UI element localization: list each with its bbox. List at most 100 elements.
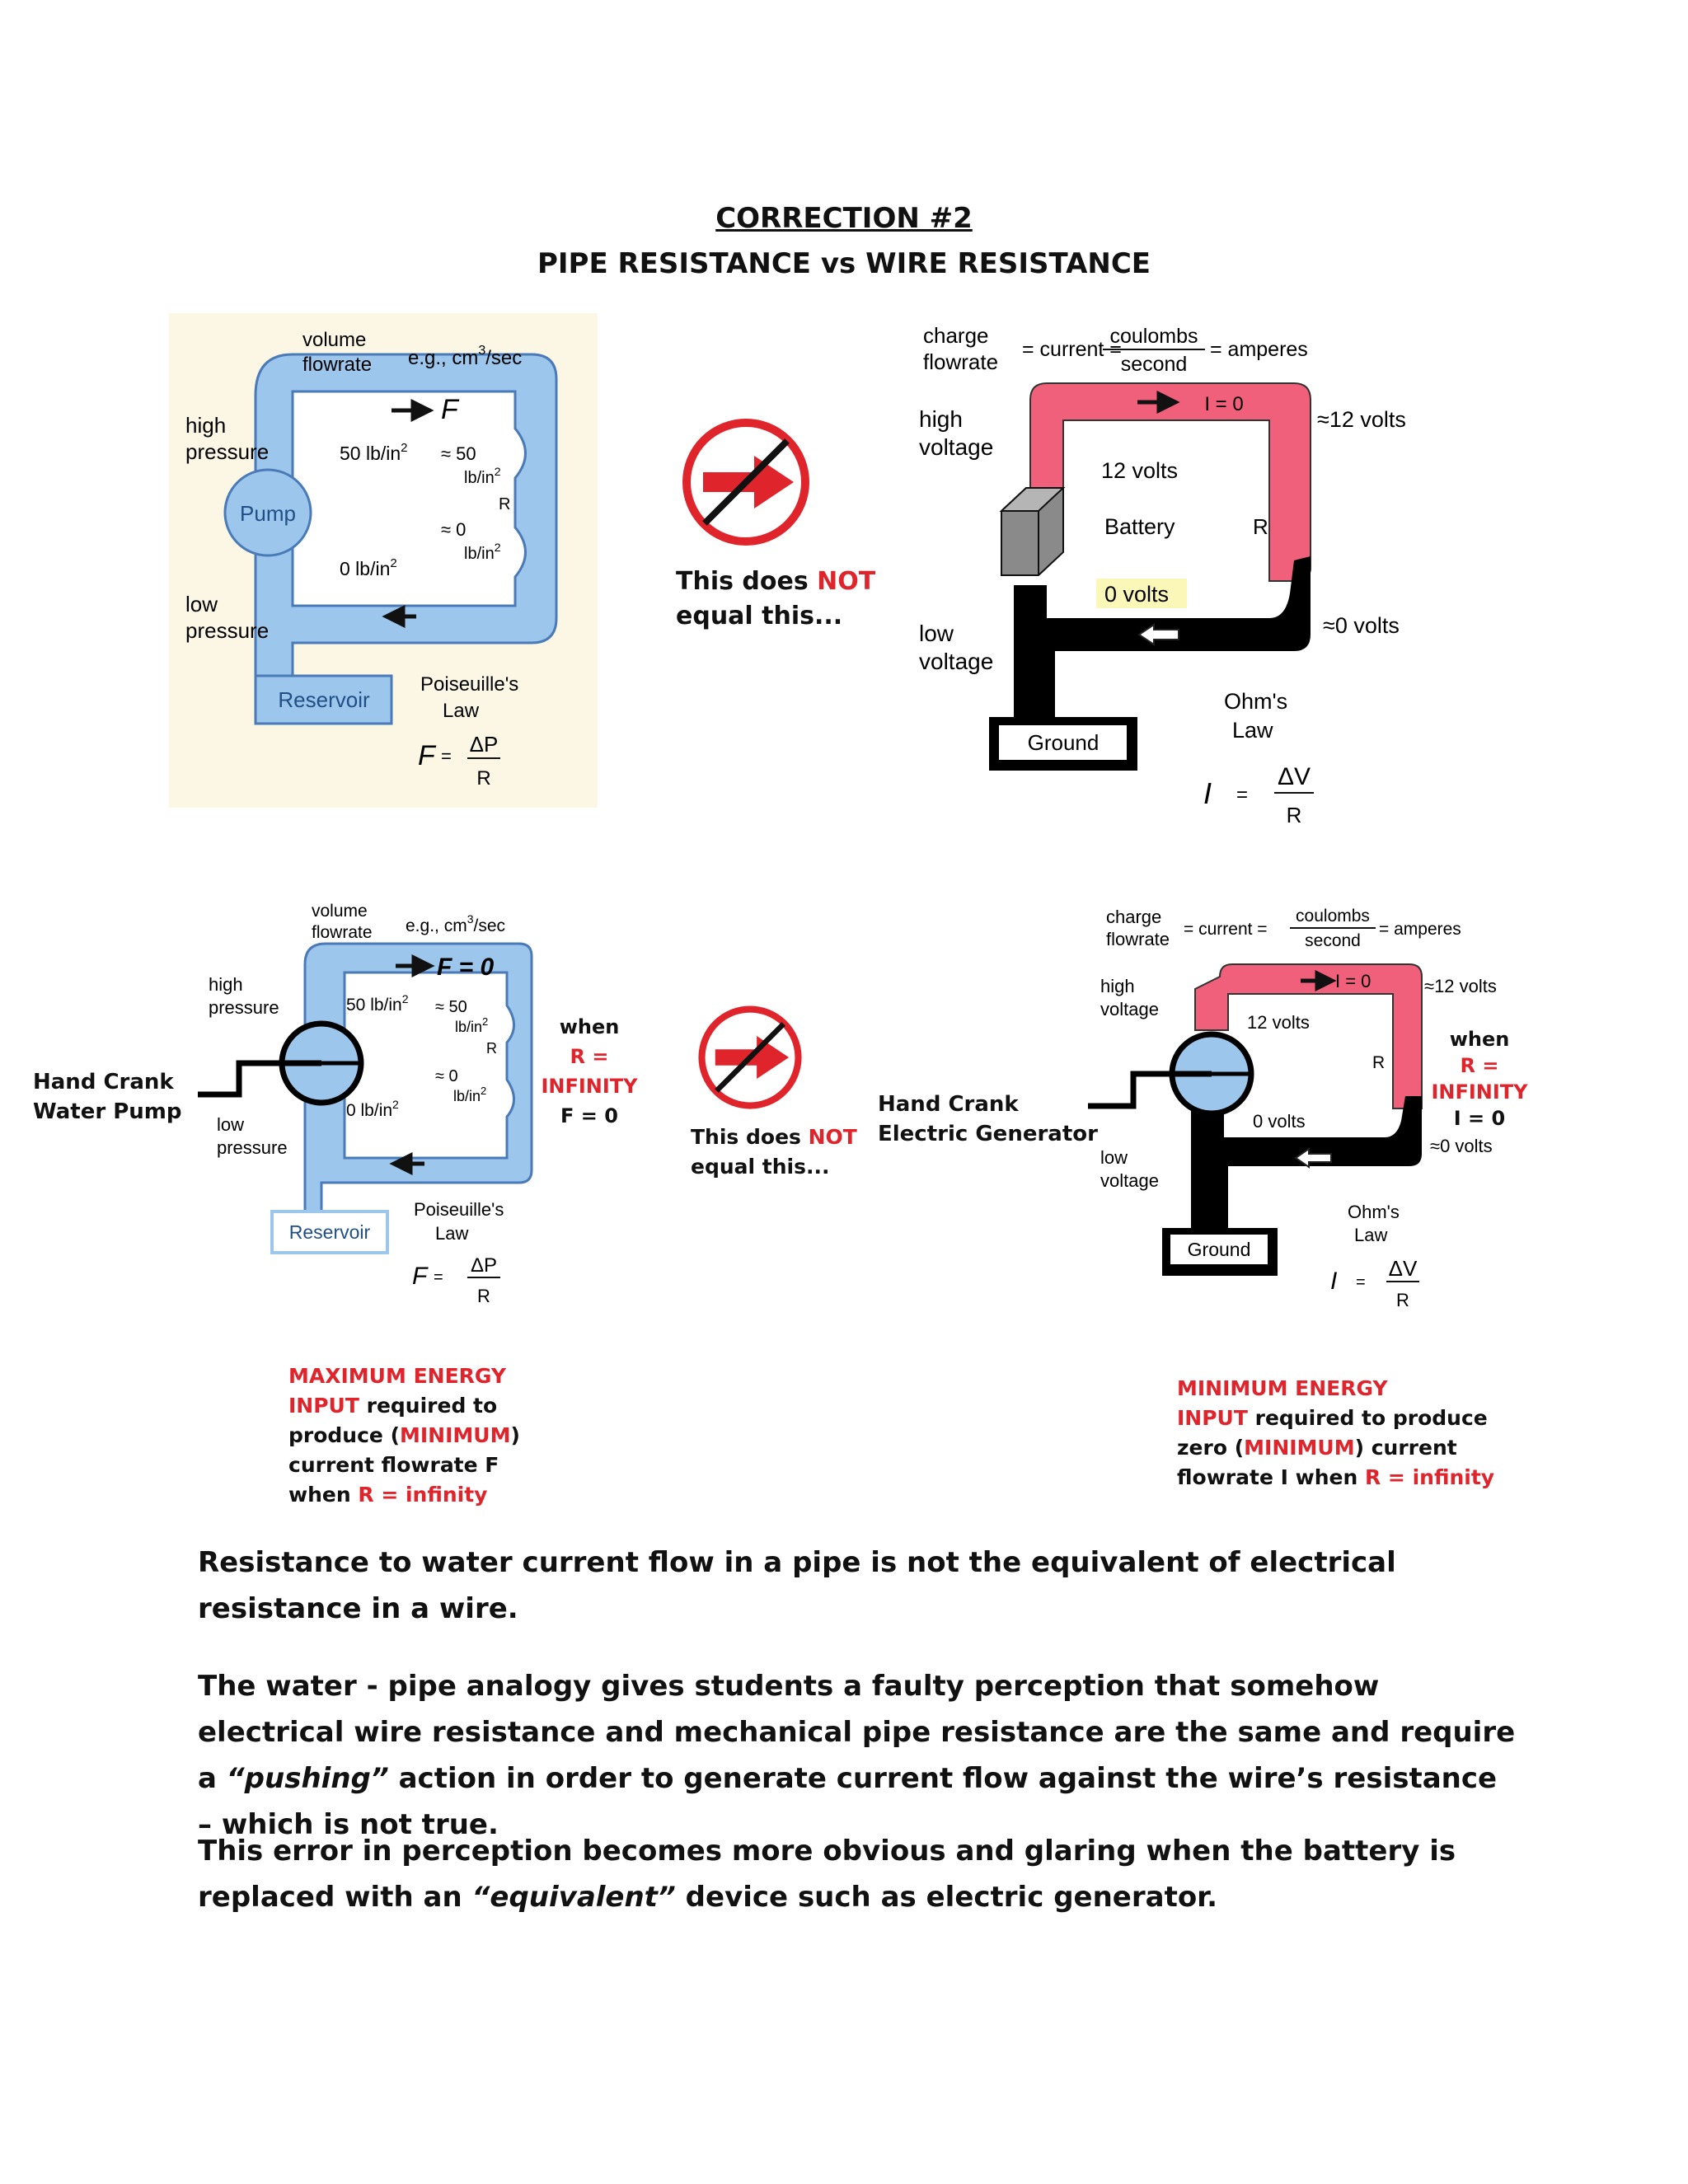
approx12-label: ≈12 volts (1424, 976, 1497, 996)
formula-lhs: F (412, 1263, 429, 1290)
v0-label: 0 volts (1253, 1111, 1306, 1132)
battery-label: Battery (1104, 514, 1175, 539)
pressure-lo-label: pressure (185, 618, 269, 643)
approx12-label: ≈12 volts (1317, 407, 1406, 432)
units-label: e.g., cm3/sec (408, 344, 522, 369)
middle-top-note: This does NOT equal this... (676, 567, 876, 630)
high-label: high (185, 413, 226, 438)
formula-den: R (1287, 803, 1302, 827)
pump-label: Pump (240, 501, 296, 526)
pressure-lo-label: pressure (217, 1137, 288, 1158)
flow-symbol: F (441, 394, 460, 425)
arrow-right-icon (1301, 969, 1337, 992)
current-eq-label: = current = (1184, 920, 1268, 939)
lbin-b-label: lb/in2 (453, 1085, 486, 1104)
charge-label: charge (1106, 907, 1161, 927)
pump-condition: when R = INFINITY F = 0 (541, 1015, 638, 1127)
i0-label: I = 0 (1335, 971, 1371, 991)
flowrate-label: flowrate (923, 349, 998, 374)
flowrate-label: flowrate (312, 923, 373, 942)
law-label-2: Law (1354, 1225, 1387, 1245)
lbin-b-label: lb/in2 (464, 541, 501, 563)
v0-label: 0 volts (1104, 582, 1169, 607)
wire-diagram-bottom: Ground I = 0 charge flowrate = current =… (1088, 907, 1497, 1310)
crank-handle (198, 1060, 321, 1098)
pipe-inner (343, 971, 515, 1160)
law-label-1: Poiseuille's (420, 673, 518, 696)
formula-lhs: I (1203, 776, 1212, 810)
law-label-1: Ohm's (1348, 1202, 1400, 1222)
no-entry-arrow-icon (698, 1005, 802, 1109)
formula-num: ΔV (1389, 1256, 1418, 1281)
arrow-left-icon (389, 1151, 424, 1176)
approx50-label: ≈ 50 (435, 998, 467, 1016)
formula-eq: = (441, 746, 452, 766)
law-label-2: Law (443, 700, 480, 722)
reservoir-label: Reservoir (278, 687, 370, 712)
r-label: R (1253, 514, 1268, 539)
voltage-lo-label: voltage (1100, 1170, 1159, 1191)
formula-eq: = (434, 1268, 443, 1286)
p0-label: 0 lb/in2 (346, 1098, 399, 1120)
formula-num: ΔP (470, 732, 499, 757)
arrow-left-icon (382, 604, 416, 629)
approx0-label: ≈ 0 (435, 1067, 458, 1085)
voltage-hi-label: voltage (1100, 999, 1159, 1019)
r-label: R (1372, 1053, 1385, 1072)
low-label: low (217, 1114, 244, 1135)
approx0-label: ≈0 volts (1430, 1136, 1493, 1156)
law-label-1: Ohm's (1224, 689, 1287, 714)
p50-label: 50 lb/in2 (340, 441, 408, 464)
voltage-lo-label: voltage (919, 649, 993, 674)
high-label: high (1100, 976, 1135, 996)
approx0-label: ≈ 0 (441, 519, 466, 540)
v12-label: 12 volts (1101, 458, 1178, 483)
formula-den: R (477, 1286, 490, 1306)
formula-den: R (476, 767, 490, 790)
low-label: low (1100, 1147, 1128, 1168)
voltage-hi-label: voltage (919, 434, 993, 460)
lbin-a-label: lb/in2 (464, 465, 501, 487)
lbin-a-label: lb/in2 (455, 1015, 488, 1035)
formula-num: ΔV (1278, 763, 1311, 790)
formula-lhs: F (418, 740, 437, 771)
page-subtitle: PIPE RESISTANCE vs WIRE RESISTANCE (537, 247, 1151, 280)
paragraph-3: This error in perception becomes more ob… (198, 1835, 1456, 1914)
pump (223, 468, 312, 557)
p0-label: 0 lb/in2 (340, 556, 397, 579)
ground-wire (1014, 556, 1311, 725)
arrow-right-icon (392, 398, 434, 423)
crank-handle (1088, 1071, 1212, 1109)
formula-num: ΔP (471, 1254, 497, 1277)
amperes-label: = amperes (1379, 920, 1461, 939)
law-label-1: Poiseuille's (414, 1199, 504, 1220)
volume-label: volume (312, 902, 368, 921)
units-label: e.g., cm3/sec (406, 912, 505, 935)
reservoir (270, 1210, 389, 1254)
v12-label: 12 volts (1247, 1012, 1310, 1033)
r-label: R (486, 1040, 497, 1057)
volume-label: volume (302, 329, 366, 351)
second-label: second (1305, 931, 1361, 950)
flow-label: F = 0 (437, 954, 495, 981)
approx50-label: ≈ 50 (441, 443, 476, 464)
middle-bottom-note: This does NOT equal this... (691, 1125, 857, 1179)
formula-lhs: I (1330, 1268, 1337, 1295)
high-label: high (209, 974, 243, 995)
reservoir (254, 674, 393, 725)
arrow-left-icon (1137, 623, 1179, 646)
approx0-label: ≈0 volts (1323, 613, 1400, 638)
hot-wire (1194, 963, 1423, 1109)
flowrate-label: flowrate (302, 354, 372, 376)
formula-den: R (1396, 1290, 1409, 1310)
i0-label: I = 0 (1204, 393, 1243, 415)
pressure-hi-label: pressure (209, 997, 279, 1018)
low-label: low (919, 621, 954, 646)
ground-label: Ground (1188, 1239, 1251, 1260)
charge-label: charge (923, 323, 989, 348)
paragraph-1: Resistance to water current flow in a pi… (198, 1546, 1396, 1625)
arrow-right-icon (396, 954, 435, 978)
pipe-diagram-top: Reservoir Pump F volume flowrate e.g., c… (169, 313, 598, 808)
p50-label: 50 lb/in2 (346, 992, 409, 1015)
